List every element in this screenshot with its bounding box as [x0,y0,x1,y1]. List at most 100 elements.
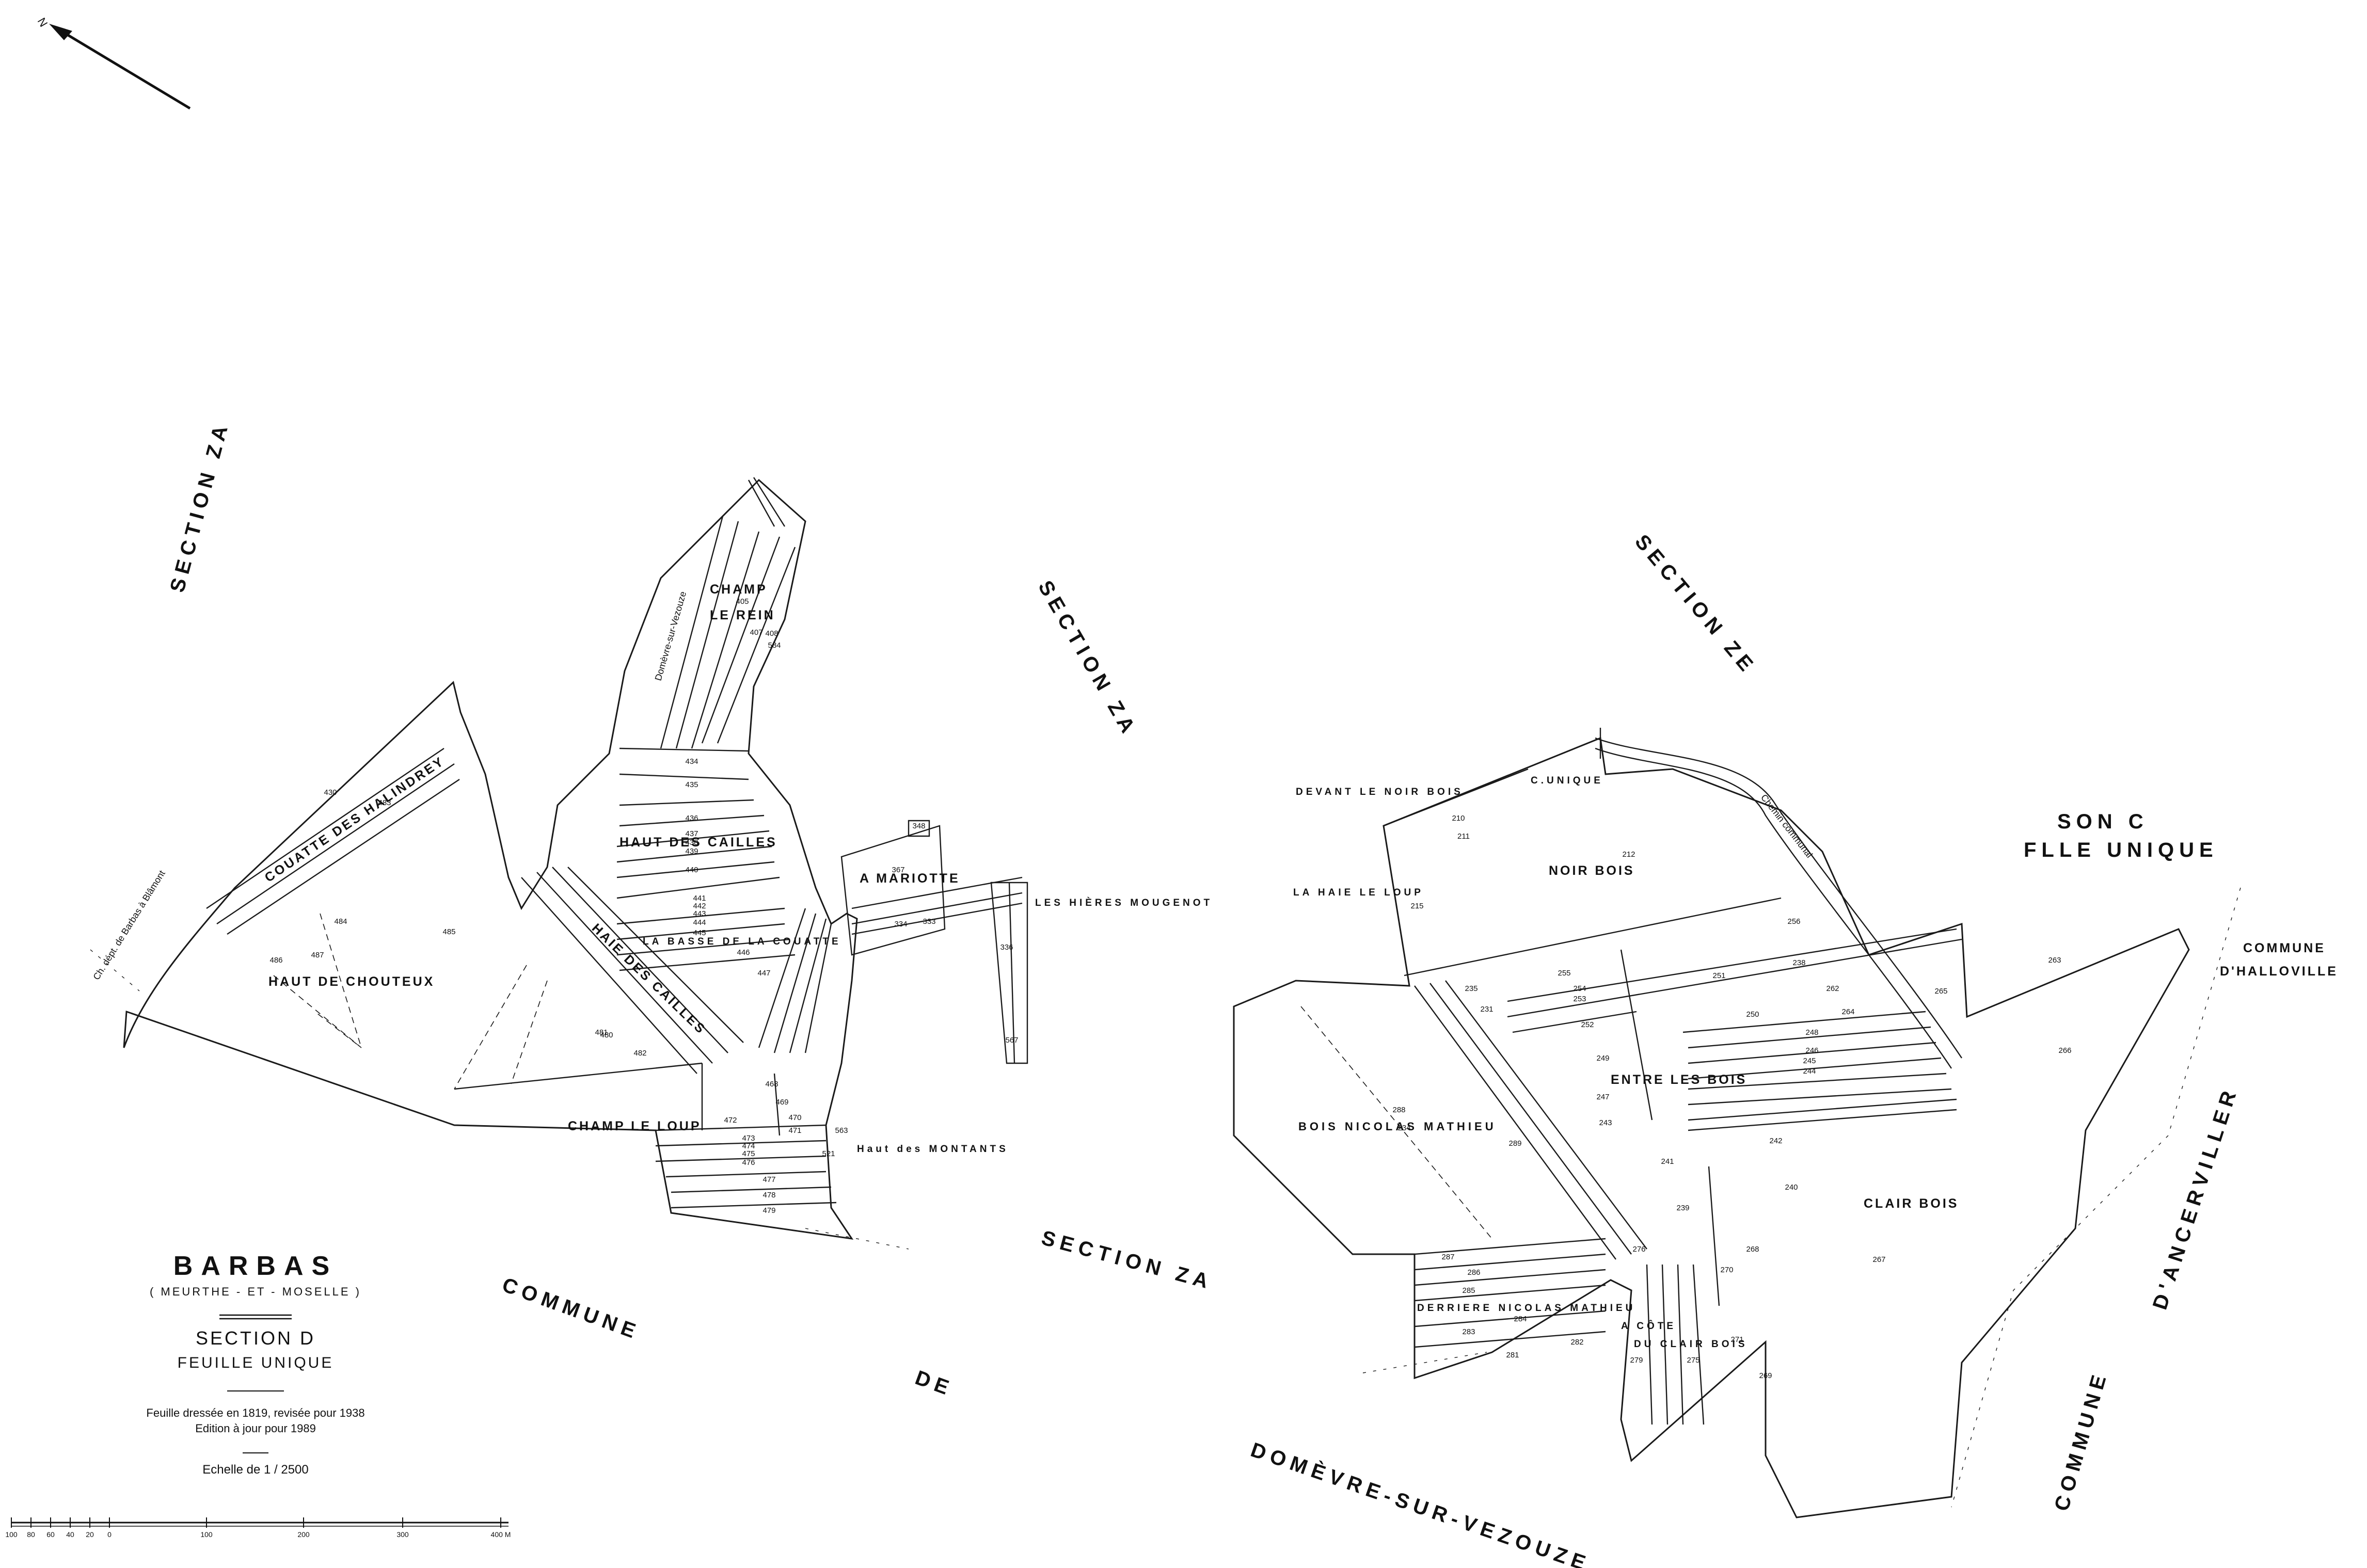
parcel-number: 235 [1465,984,1478,993]
label-entre-les-bois: ENTRE LES BOIS [1611,1073,1747,1087]
scale-tick-label: 200 [297,1530,310,1539]
label-haie-loup: LA HAIE LE LOUP [1293,887,1424,898]
parcel-number: 469 [775,1098,788,1107]
parcel-number: 284 [1514,1315,1527,1323]
parcel-number: 478 [762,1191,775,1199]
road-chemin-communal: Chemin communal [1759,792,1815,860]
right-labels: DEVANT LE NOIR BOIS C.UNIQUE NOIR BOIS L… [1293,775,1957,1350]
parcel-number: 282 [1570,1338,1583,1347]
parcel-number: 244 [1803,1067,1816,1076]
label-de: DE [912,1366,957,1401]
scale-tick-label: 100 [200,1530,213,1539]
parcel-number: 289 [1508,1139,1521,1148]
scale-tick-label: 400 M [491,1530,511,1539]
parcel-number: 254 [1573,984,1586,993]
parcel-number: 271 [1730,1335,1743,1344]
parcel-number: 234 [1397,1124,1410,1132]
parcel-number: 435 [685,780,698,789]
label-haut-cailles: HAUT DES CAILLES [619,835,777,850]
label-champ-loup: CHAMP LE LOUP [568,1119,702,1133]
parcel-number: 231 [1480,1005,1493,1014]
label-c-unique: C.UNIQUE [1531,775,1603,786]
parcel-number: 521 [822,1149,835,1158]
scale-tick-label: 300 [396,1530,409,1539]
parcel-number: 288 [1392,1106,1405,1114]
parcel-number: 484 [334,917,347,926]
label-commune-halloville: COMMUNE [2243,941,2326,955]
title-sheet: FEUILLE UNIQUE [178,1354,334,1371]
parcel-number: 476 [742,1158,755,1167]
label-devant-noir-bois: DEVANT LE NOIR BOIS [1296,787,1464,797]
label-derriere-nicolas: DERRIERE NICOLAS MATHIEU [1417,1303,1635,1314]
title-section: SECTION D [196,1327,315,1349]
label-du-clair-bois: DU CLAIR BOIS [1634,1339,1748,1350]
label-champ: CHAMP [710,582,768,597]
parcel-number: 471 [788,1126,801,1135]
parcel-number: 239 [1676,1204,1689,1212]
parcel-number: 212 [1622,850,1635,859]
parcel-number: 252 [1581,1020,1594,1029]
parcel-number: 468 [765,1080,778,1089]
parcel-number: 262 [1826,984,1839,993]
parcel-number: 434 [685,757,698,766]
parcel-number: 243 [1599,1118,1612,1127]
label-noir-bois: NOIR BOIS [1549,863,1635,878]
parcel-number: 445 [693,929,706,937]
parcel-number: 210 [1452,814,1465,823]
parcel-number: 255 [1558,969,1570,978]
parcel-number: 279 [1630,1356,1643,1365]
label-ancerviller: D'ANCERVILLER [2149,1083,2243,1313]
parcel-number: 408 [765,629,778,638]
parcel-number: 442 [693,902,706,910]
parcel-number: 265 [1934,987,1947,996]
parcel-number: 367 [892,866,904,874]
parcel-number: 241 [1661,1157,1674,1166]
parcel-number: 333 [923,917,935,926]
title-department: ( MEURTHE - ET - MOSELLE ) [150,1285,361,1298]
parcel-number: 269 [1759,1371,1772,1380]
parcel-number: 249 [1596,1054,1609,1063]
label-hieres: LES HIÈRES MOUGENOT [1035,897,1213,908]
parcel-number: 247 [1596,1093,1609,1101]
parcel-number: 447 [757,969,770,978]
parcel-number: 475 [742,1149,755,1158]
label-section-c-sheet: FLLE UNIQUE [2024,839,2218,861]
parcel-number: 276 [1632,1245,1645,1254]
parcel-number: 253 [1573,995,1586,1003]
parcel-number: 584 [768,641,781,650]
label-a-mariotte: A MARIOTTE [860,871,960,886]
right-district [1233,728,2241,1518]
parcel-number: 336 [1000,943,1013,952]
parcel-number: 474 [742,1142,755,1150]
parcel-number: 267 [1872,1255,1885,1264]
parcel-number: 446 [737,948,750,957]
left-district [90,477,1028,1250]
label-bois-nicolas: BOIS NICOLAS MATHIEU [1298,1120,1497,1133]
parcel-number: 250 [1746,1010,1759,1019]
parcel-number: 480 [600,1031,613,1039]
parcel-number: 281 [1506,1351,1519,1359]
parcel-numbers: 4304834854864874844804814824344354364374… [269,597,2071,1380]
north-label: N [35,15,51,29]
parcel-number: 275 [1687,1356,1699,1365]
title-note-1: Feuille dressée en 1819, revisée pour 19… [146,1406,364,1419]
parcel-number: 348 [912,822,925,830]
parcel-number: 477 [762,1175,775,1184]
parcel-number: 251 [1712,971,1725,980]
parcel-number: 256 [1787,917,1800,926]
parcel-number: 283 [1462,1327,1475,1336]
title-block: BARBAS ( MEURTHE - ET - MOSELLE ) SECTIO… [146,1251,364,1477]
label-commune-bottom: COMMUNE [499,1273,643,1344]
parcel-number: 441 [693,894,706,903]
parcel-number: 444 [693,918,706,927]
parcel-number: 436 [685,814,698,823]
parcel-number: 215 [1410,902,1423,910]
parcel-number: 286 [1467,1268,1480,1277]
parcel-number: 438 [685,838,698,847]
title-note-2: Edition à jour pour 1989 [195,1422,316,1435]
parcel-number: 405 [736,597,749,606]
parcel-number: 270 [1720,1266,1733,1274]
scale-tick-label: 100 [5,1530,18,1539]
scale-tick-label: 20 [86,1530,94,1539]
parcel-number: 263 [2048,956,2061,965]
